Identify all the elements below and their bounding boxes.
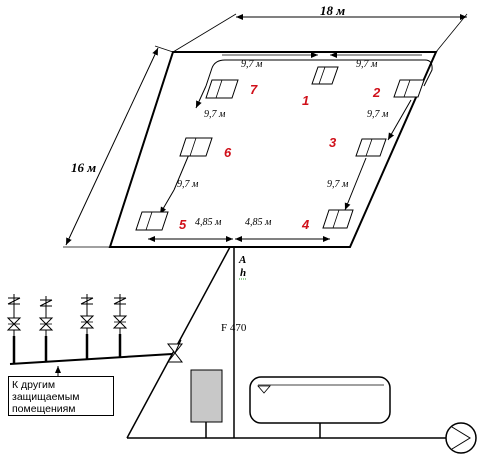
sprinkler-3 — [355, 138, 387, 157]
sprinkler-number-4: 4 — [301, 217, 310, 232]
pressure-tank — [190, 369, 223, 423]
sprinkler-4 — [322, 209, 354, 229]
pipe-label-f470: F 470 — [221, 322, 247, 334]
sprinkler-number-2: 2 — [372, 85, 381, 100]
spacing-side-left-upper: 9,7 м — [204, 109, 226, 120]
branch-pipe — [9, 353, 173, 365]
spacing-side-right-upper: 9,7 м — [367, 109, 389, 120]
branch-valve-1 — [6, 294, 22, 364]
sprinkler-2 — [393, 79, 425, 98]
branch-valve-3 — [79, 294, 95, 360]
spacing-top-left: 9,7 м — [241, 59, 263, 70]
pipe-segment-3-4 — [344, 157, 367, 211]
sprinkler-number-5: 5 — [179, 217, 187, 232]
spacing-bottom-left: 4,85 м — [195, 217, 222, 228]
sprinkler-7 — [205, 79, 239, 99]
supply-pipe-diagonal — [126, 246, 231, 439]
sprinkler-number-3: 3 — [329, 135, 337, 150]
pipe-segment-7-6 — [195, 85, 207, 109]
sprinkler-number-1: 1 — [302, 93, 309, 108]
water-reservoir — [249, 376, 391, 424]
sprinkler-number-7: 7 — [250, 82, 258, 97]
spacing-bottom-right: 4,85 м — [245, 217, 272, 228]
spacing-top-right: 9,7 м — [356, 59, 378, 70]
water-level-marker — [257, 385, 271, 394]
point-a-label: A — [238, 254, 246, 266]
pipe-segment-2-3 — [387, 99, 412, 141]
sprinkler-1 — [311, 66, 339, 85]
pipe-segment-6-5 — [173, 151, 191, 191]
sprinkler-number-6: 6 — [224, 145, 232, 160]
sprinkler-5 — [135, 211, 169, 231]
pump-icon — [445, 422, 477, 454]
width-dimension-label: 18 м — [320, 3, 345, 18]
point-h-label: h — [240, 267, 246, 279]
branch-valve-4 — [112, 294, 128, 358]
width-extension-left — [172, 13, 237, 53]
spacing-side-right-lower: 9,7 м — [327, 179, 349, 190]
depth-dimension-label: 16 м — [71, 160, 96, 175]
pipe-segment-6-5-arrow — [159, 189, 175, 215]
other-rooms-caption: К другим защищаемым помещениям — [8, 376, 114, 416]
spacing-side-left-lower: 9,7 м — [177, 179, 199, 190]
branch-valve-2 — [38, 296, 54, 362]
depth-dimension-line — [65, 47, 159, 246]
width-extension-right — [435, 13, 468, 53]
depth-extension-top — [154, 45, 174, 53]
distribution-pipe-loop — [205, 59, 433, 87]
main-valve — [166, 339, 184, 363]
sprinkler-6 — [179, 137, 213, 157]
